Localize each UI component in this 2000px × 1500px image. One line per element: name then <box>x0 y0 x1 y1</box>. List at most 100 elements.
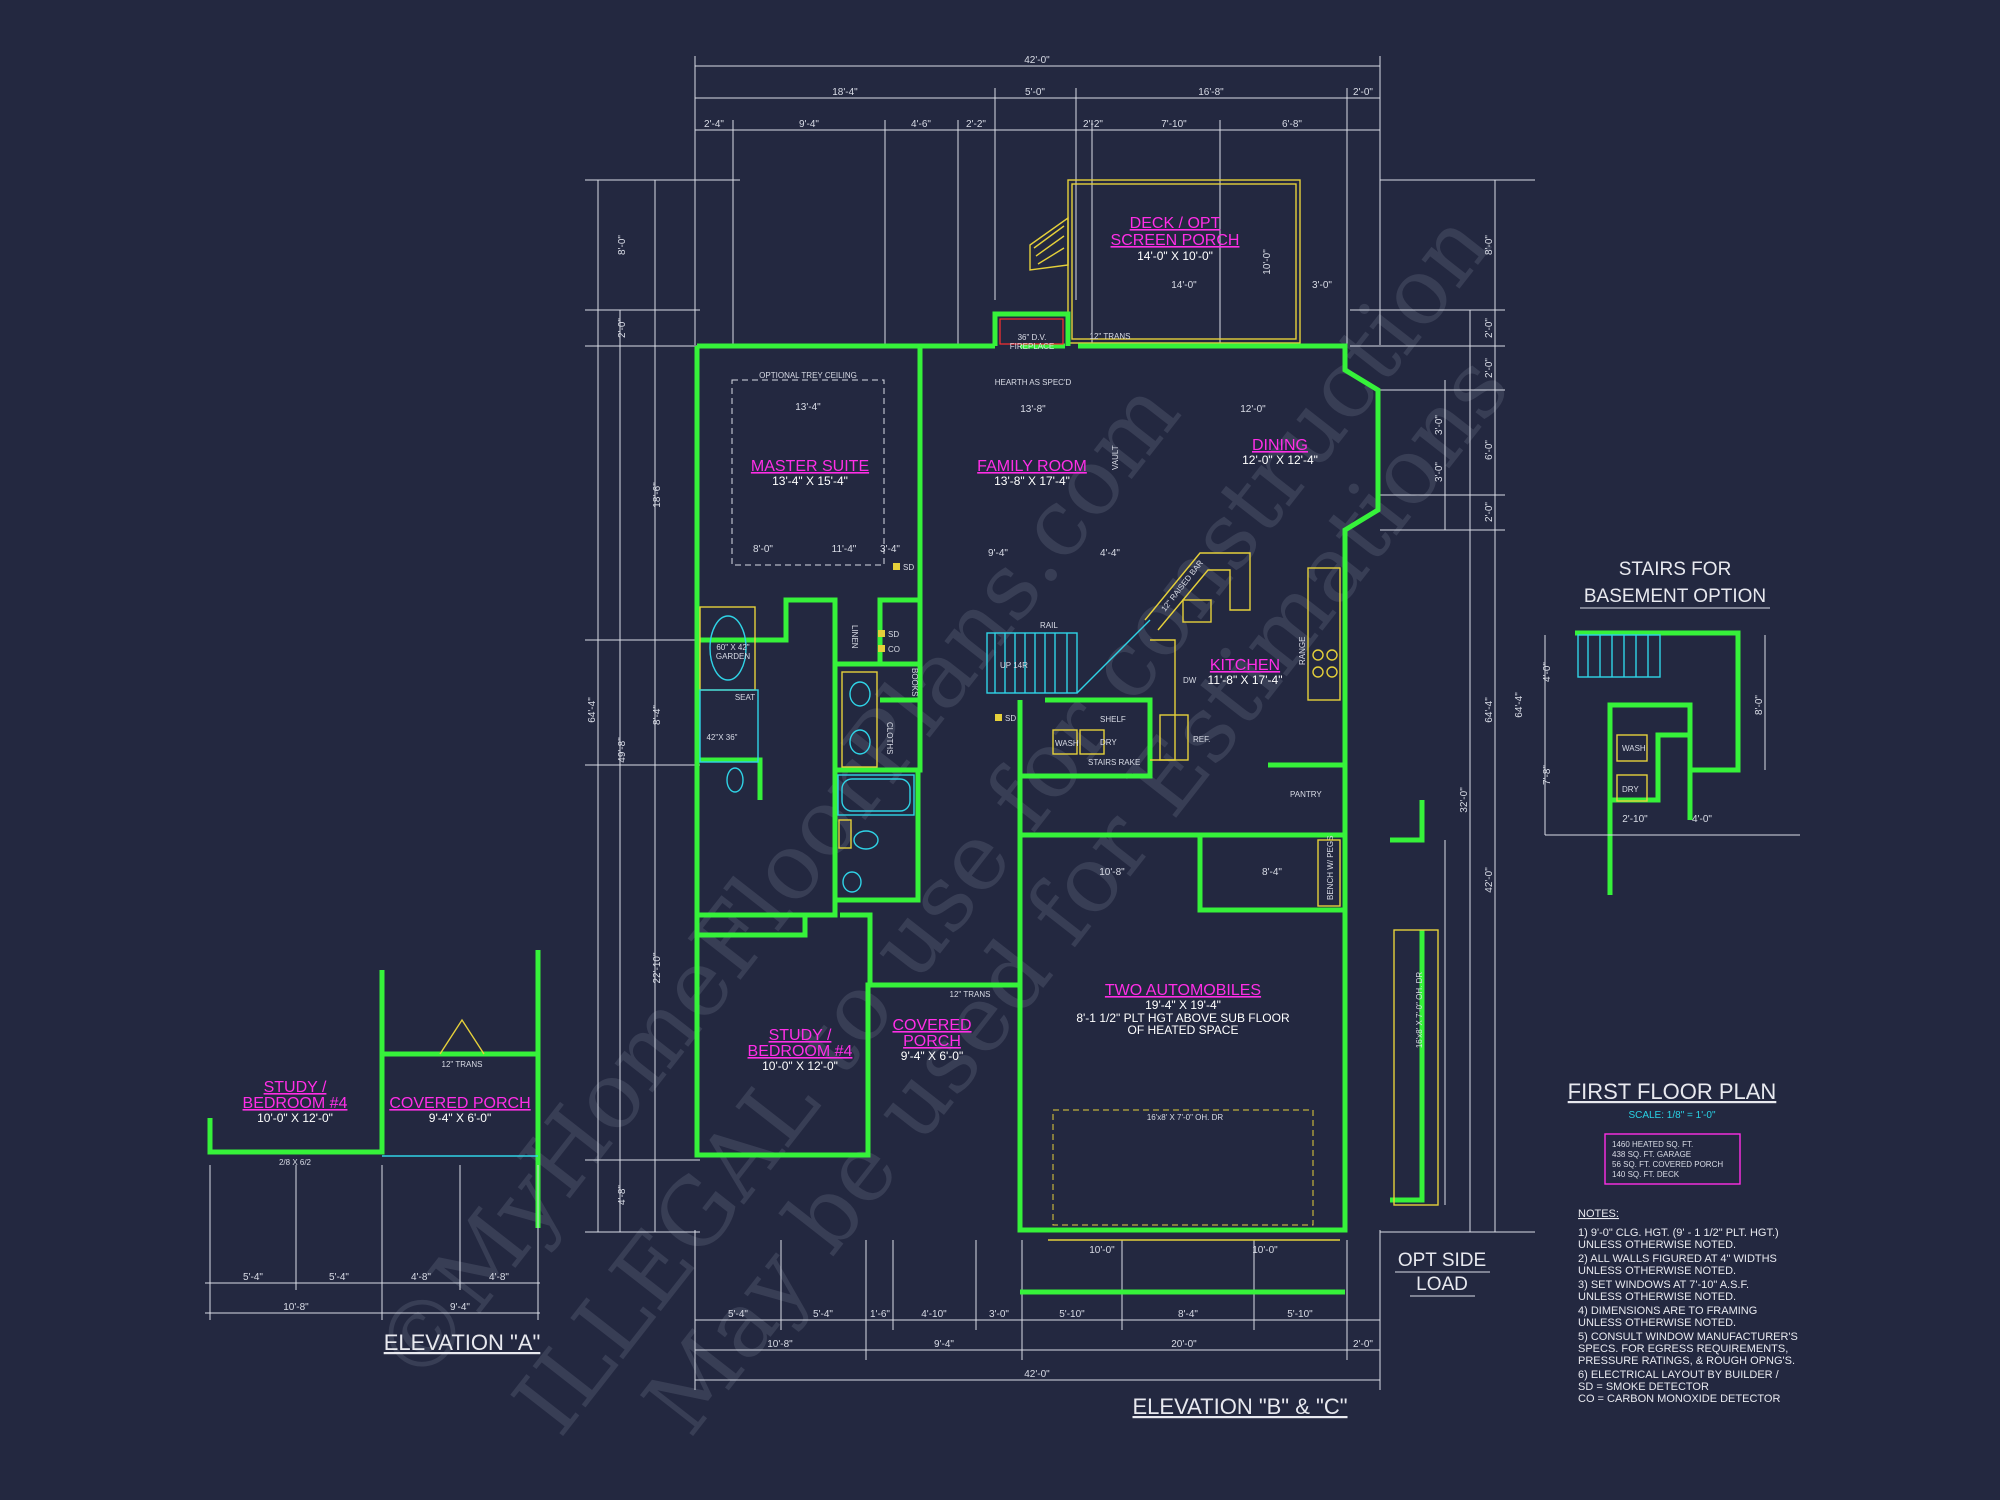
watermark: ©MyHomeFloorPlans.com ILLEGAL to use for… <box>353 193 1530 1454</box>
dim-top-r2-2: 4'-6" <box>911 119 931 130</box>
stairs-up-label: UP 14R <box>1000 661 1028 670</box>
dim-left-0: 8'-0" <box>617 235 628 255</box>
area-3: 140 SQ. FT. DECK <box>1612 1170 1680 1179</box>
dim-bottom-r2-1: 9'-4" <box>934 1339 954 1350</box>
garden-tub-label: 60" X 42" <box>716 643 749 652</box>
dim-left-5: 4'-8" <box>617 1185 628 1205</box>
dim-top-r2-6: 6'-8" <box>1282 119 1302 130</box>
first-floor-scale: SCALE: 1/8" = 1'-0" <box>1628 1110 1716 1121</box>
deck-name-2: SCREEN PORCH <box>1111 232 1240 249</box>
elev-a-dim-1: 5'-4" <box>329 1272 349 1283</box>
porch-name-2: PORCH <box>903 1033 961 1050</box>
deck-size: 14'-0" X 10'-0" <box>1137 249 1213 263</box>
sd-label-2: SD <box>888 630 899 639</box>
dry-label: DRY <box>1100 738 1117 747</box>
hearth-label: HEARTH AS SPEC'D <box>995 378 1072 387</box>
wash-label: WASH <box>1055 739 1079 748</box>
ref-label: REF. <box>1193 735 1210 744</box>
elevation-a: 12" TRANS 2/8 X 6/2 STUDY / BEDROOM #4 1… <box>205 950 541 1355</box>
elev-a-dim-4: 10'-8" <box>283 1302 309 1313</box>
family-dim-9: 9'-4" <box>988 548 1008 559</box>
dim-bottom-r1-2: 1'-6" <box>870 1309 890 1320</box>
dining-name: DINING <box>1252 437 1308 454</box>
cloths-label: CLOTHS <box>885 722 894 754</box>
dim-right-7: 3'-0" <box>1434 462 1445 482</box>
dim-top-total: 42'-0" <box>1024 55 1050 66</box>
porch-name-1: COVERED <box>892 1017 971 1034</box>
dim-top-r2-1: 9'-4" <box>799 119 819 130</box>
dim-bottom-r1-5: 5'-10" <box>1059 1309 1085 1320</box>
opt-side-line-1: OPT SIDE <box>1398 1250 1486 1271</box>
dim-bottom-r1-1: 5'-4" <box>813 1309 833 1320</box>
notes-line-4: 3) SET WINDOWS AT 7'-10" A.S.F. <box>1578 1279 1749 1291</box>
fireplace-label: 36" D.V. <box>1018 333 1047 342</box>
dim-bottom-r1-0: 5'-4" <box>728 1309 748 1320</box>
notes-line-12: SD = SMOKE DETECTOR <box>1578 1381 1709 1393</box>
notes-line-9: SPECS. FOR EGRESS REQUIREMENTS, <box>1578 1343 1788 1355</box>
notes-line-8: 5) CONSULT WINDOW MANUFACTURER'S <box>1578 1331 1798 1343</box>
notes-line-1: UNLESS OTHERWISE NOTED. <box>1578 1239 1736 1251</box>
family-room-name: FAMILY ROOM <box>977 458 1087 475</box>
family-width: 13'-8" <box>1020 404 1046 415</box>
garage-dim-bottom-2: 10'-0" <box>1252 1245 1278 1256</box>
notes-line-11: 6) ELECTRICAL LAYOUT BY BUILDER / <box>1578 1369 1780 1381</box>
study-name-1: STUDY / <box>769 1027 832 1044</box>
title-block: FIRST FLOOR PLAN SCALE: 1/8" = 1'-0" 146… <box>1568 1079 1798 1405</box>
opt-side-line-2: LOAD <box>1416 1274 1468 1295</box>
deck-return: 3'-0" <box>1312 280 1332 291</box>
dim-bottom-r1-4: 3'-0" <box>989 1309 1009 1320</box>
basement-dim-5: 4'-0" <box>1692 814 1712 825</box>
sd-label-1: SD <box>903 563 914 572</box>
garage-dim-8: 8'-4" <box>1262 867 1282 878</box>
basement-dim-4: 2'-10" <box>1622 814 1648 825</box>
dining-size: 12'-0" X 12'-4" <box>1242 453 1318 467</box>
garage-name: TWO AUTOMOBILES <box>1105 982 1261 999</box>
elev-a-study-size: 10'-0" X 12'-0" <box>257 1111 333 1125</box>
shower-label: 42"X 36" <box>706 733 737 742</box>
area-1: 438 SQ. FT. GARAGE <box>1612 1150 1691 1159</box>
dim-bottom-r2-3: 2'-0" <box>1353 1339 1373 1350</box>
opt-side-load: 16'x8' X 7'-0" OH. DR OPT SIDE LOAD <box>1390 800 1490 1297</box>
elevation-bc-title: ELEVATION "B" & "C" <box>1132 1394 1347 1419</box>
elev-a-study-2: BEDROOM #4 <box>243 1095 348 1112</box>
dim-bottom-r1-6: 8'-4" <box>1178 1309 1198 1320</box>
study-name-2: BEDROOM #4 <box>748 1043 853 1060</box>
books-label: BOOKS <box>910 668 919 696</box>
basement-dim-1: 7'-8" <box>1542 765 1553 785</box>
dim-top-r2-4: 2'-2" <box>1083 119 1103 130</box>
co-label: CO <box>888 645 900 654</box>
notes-line-0: 1) 9'-0" CLG. HGT. (9' - 1 1/2" PLT. HGT… <box>1578 1227 1779 1239</box>
elev-a-trans: 12" TRANS <box>442 1060 483 1069</box>
basement-dim-3: 64'-4" <box>1514 692 1525 718</box>
deck-width: 14'-0" <box>1171 280 1197 291</box>
notes-heading: NOTES: <box>1578 1208 1619 1220</box>
master-suite-size: 13'-4" X 15'-4" <box>772 474 848 488</box>
seat-label: SEAT <box>735 693 755 702</box>
deck: DECK / OPT SCREEN PORCH 14'-0" X 10'-0" … <box>1029 179 1332 344</box>
dim-right-1: 2'-0" <box>1484 318 1495 338</box>
basement-dim-0: 4'-0" <box>1542 662 1553 682</box>
sd-label-3: SD <box>1005 714 1016 723</box>
linen-label: LINEN <box>850 625 859 649</box>
stairs-rake-label: STAIRS RAKE <box>1088 758 1140 767</box>
garage-note-2: OF HEATED SPACE <box>1128 1023 1239 1037</box>
dim-bottom-r1-7: 5'-10" <box>1287 1309 1313 1320</box>
basement-wash: WASH <box>1622 744 1646 753</box>
dim-right-0: 8'-0" <box>1484 235 1495 255</box>
kitchen-name: KITCHEN <box>1210 657 1280 674</box>
garage-note-1: 8'-1 1/2" PLT HGT ABOVE SUB FLOOR <box>1076 1011 1290 1025</box>
garage-dim-bottom-1: 10'-0" <box>1089 1245 1115 1256</box>
dim-right-total-1: 64'-4" <box>1484 697 1495 723</box>
elev-a-porch-name: COVERED PORCH <box>389 1095 530 1112</box>
basement-dry: DRY <box>1622 785 1639 794</box>
master-width: 13'-4" <box>795 402 821 413</box>
dim-bottom-total: 42'-0" <box>1024 1369 1050 1380</box>
vault-label: VAULT <box>1111 445 1120 470</box>
dim-left-4: 22'-10" <box>652 952 663 983</box>
master-dim-8: 8'-0" <box>753 544 773 555</box>
dim-top-r1-3: 2'-0" <box>1353 87 1373 98</box>
dim-right-6: 3'-0" <box>1434 415 1445 435</box>
dim-right-4: 2'-0" <box>1484 502 1495 522</box>
range-label: RANGE <box>1298 637 1307 665</box>
elev-a-dim-3: 4'-8" <box>489 1272 509 1283</box>
